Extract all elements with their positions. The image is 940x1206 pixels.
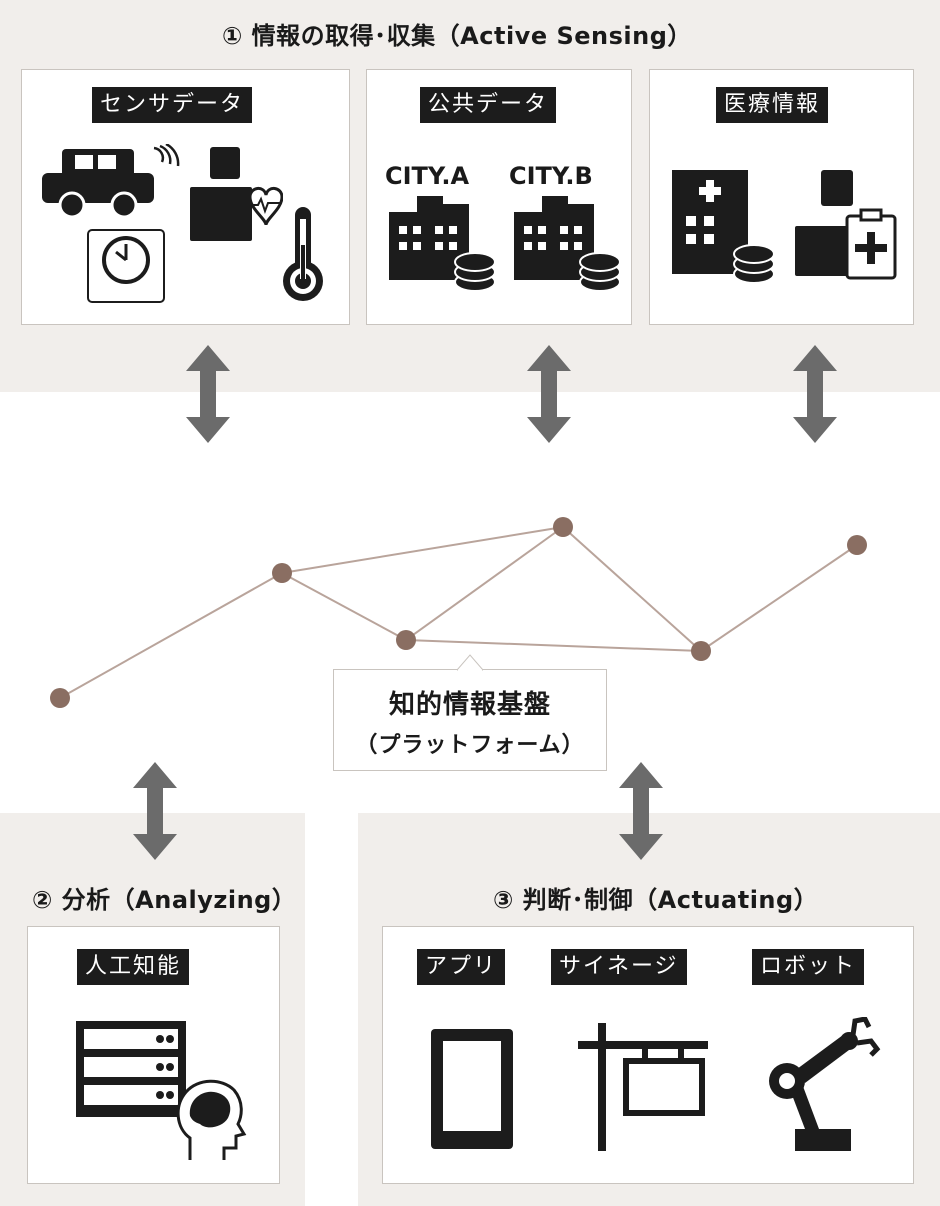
arrow-medical-platform: [793, 345, 837, 443]
wifi-icon: [153, 144, 180, 167]
arrow-public-platform: [527, 345, 571, 443]
building-icon-b: [514, 196, 621, 292]
city-b-label: CITY.B: [509, 162, 593, 190]
building-icon: [389, 196, 496, 292]
network-edge: [405, 639, 702, 652]
public-data-card: 公共データ CITY.A CITY.B: [366, 69, 632, 325]
app-label: アプリ: [417, 949, 506, 985]
network-node: [847, 535, 867, 555]
public-data-label: 公共データ: [420, 87, 557, 123]
car-icon: [42, 149, 154, 219]
signage-icon: [578, 1023, 708, 1151]
thermometer-icon: [283, 207, 323, 301]
actuating-title: ③ 判断･制御（Actuating）: [493, 886, 819, 914]
ai-card: 人工知能: [27, 926, 280, 1184]
sensor-data-label: センサデータ: [92, 87, 253, 123]
sensor-data-card: センサデータ: [21, 69, 350, 325]
platform-callout: 知的情報基盤 （プラットフォーム）: [333, 669, 607, 771]
person-medical-icon: [795, 170, 897, 280]
arrow-platform-analyzing: [133, 762, 177, 860]
network-edge: [281, 526, 564, 574]
network-edge: [281, 572, 407, 641]
platform-subtitle: （プラットフォーム）: [355, 733, 585, 758]
ai-label: 人工知能: [77, 949, 190, 985]
brain-head-icon: [176, 1079, 247, 1160]
medical-info-label: 医療情報: [716, 87, 829, 123]
network-edge: [700, 544, 858, 652]
robot-label: ロボット: [752, 949, 865, 985]
network-edge: [59, 572, 283, 699]
hospital-icon: [672, 170, 775, 284]
callout-pointer: [457, 654, 483, 671]
person-heart-icon: [190, 147, 283, 241]
sensing-title: ① 情報の取得･収集（Active Sensing）: [222, 22, 692, 50]
city-a-label: CITY.A: [385, 162, 470, 190]
server-icon: [76, 1021, 186, 1117]
network-node: [691, 641, 711, 661]
platform-title: 知的情報基盤: [388, 690, 551, 720]
arrow-sensor-platform: [186, 345, 230, 443]
tablet-icon: [431, 1029, 513, 1149]
signage-label: サイネージ: [551, 949, 687, 985]
network-node: [272, 563, 292, 583]
analyzing-title: ② 分析（Analyzing）: [32, 886, 297, 914]
arrow-platform-actuating: [619, 762, 663, 860]
robot-arm-icon: [769, 1017, 881, 1151]
network-node: [553, 517, 573, 537]
medical-info-card: 医療情報: [649, 69, 914, 325]
network-edge: [562, 526, 702, 652]
network-node: [50, 688, 70, 708]
actuating-card: アプリ サイネージ ロボット: [382, 926, 914, 1184]
network-node: [396, 630, 416, 650]
scale-icon: [87, 229, 165, 303]
network-edge: [405, 526, 564, 641]
